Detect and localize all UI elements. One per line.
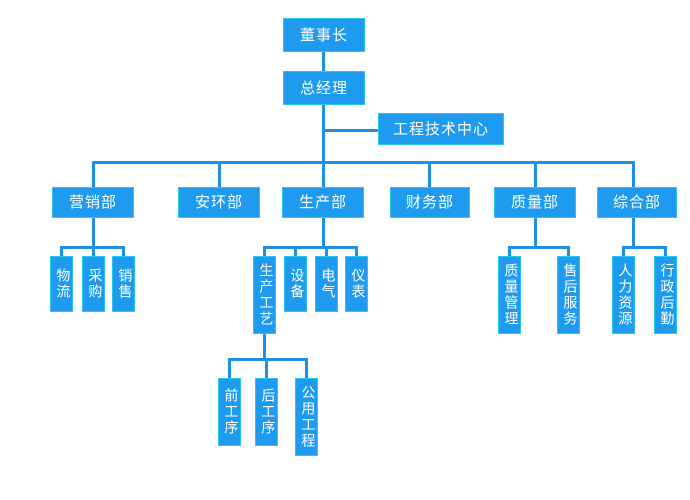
node-dept-safety-env[interactable]: 安环部 [178,187,260,218]
connector-drop-production-process [263,246,266,256]
connector-drop-after-sales [567,246,570,256]
node-dept-production[interactable]: 生产部 [282,187,364,218]
connector-general-affairs-stem [632,218,635,246]
connector-bottom-bus [228,358,308,361]
node-logistics[interactable]: 物流 [50,256,73,312]
connector-production-process-stem [263,334,266,358]
connector-drop-equipment [294,246,297,256]
node-after-sales-service[interactable]: 售后服务 [557,256,580,334]
connector-department-bus [92,161,635,164]
node-electrical[interactable]: 电气 [315,256,338,312]
connector-drop-admin-logistics [664,246,667,256]
node-quality-management[interactable]: 质量管理 [498,256,521,334]
connector-production-stem [322,218,325,246]
node-equipment[interactable]: 设备 [284,256,307,312]
connector-drop-front-process [228,358,231,378]
connector-drop-safety-env [218,161,221,187]
connector-general-affairs-bus [622,246,667,249]
connector-quality-bus [508,246,570,249]
node-engineering-center[interactable]: 工程技术中心 [378,113,504,145]
node-sales[interactable]: 销售 [112,256,135,312]
connector-drop-general-affairs [632,161,635,187]
connector-drop-finance [428,161,431,187]
connector-drop-utilities [305,358,308,378]
node-front-process[interactable]: 前工序 [218,378,241,446]
connector-quality-stem [534,218,537,246]
node-dept-general-affairs[interactable]: 综合部 [597,187,677,218]
node-general-manager[interactable]: 总经理 [283,71,365,105]
connector-drop-instrumentation [355,246,358,256]
node-admin-logistics[interactable]: 行政后勤 [654,256,677,334]
connector-drop-logistics [60,246,63,256]
node-production-process[interactable]: 生产工艺 [253,256,276,334]
connector-drop-procurement [92,246,95,256]
connector-drop-sales [122,246,125,256]
node-dept-finance[interactable]: 财务部 [390,187,470,218]
connector-drop-electrical [325,246,328,256]
connector-drop-back-process [265,358,268,378]
connector-drop-production [322,161,325,187]
connector-drop-human-resources [622,246,625,256]
node-chairman[interactable]: 董事长 [283,18,365,52]
node-instrumentation[interactable]: 仪表 [345,256,368,312]
node-utilities[interactable]: 公用工程 [295,378,318,456]
node-dept-marketing[interactable]: 营销部 [52,187,134,218]
connector-gm-stem [322,105,325,163]
connector-production-bus [263,246,357,249]
connector-drop-quality-management [508,246,511,256]
connector-gm-to-engineering-center [322,129,378,132]
connector-marketing-stem [92,218,95,246]
connector-chairman-to-gm [322,52,325,71]
connector-drop-quality [534,161,537,187]
node-dept-quality[interactable]: 质量部 [494,187,576,218]
node-back-process[interactable]: 后工序 [255,378,278,446]
node-human-resources[interactable]: 人力资源 [612,256,635,334]
node-procurement[interactable]: 采购 [82,256,105,312]
connector-drop-marketing [92,161,95,187]
